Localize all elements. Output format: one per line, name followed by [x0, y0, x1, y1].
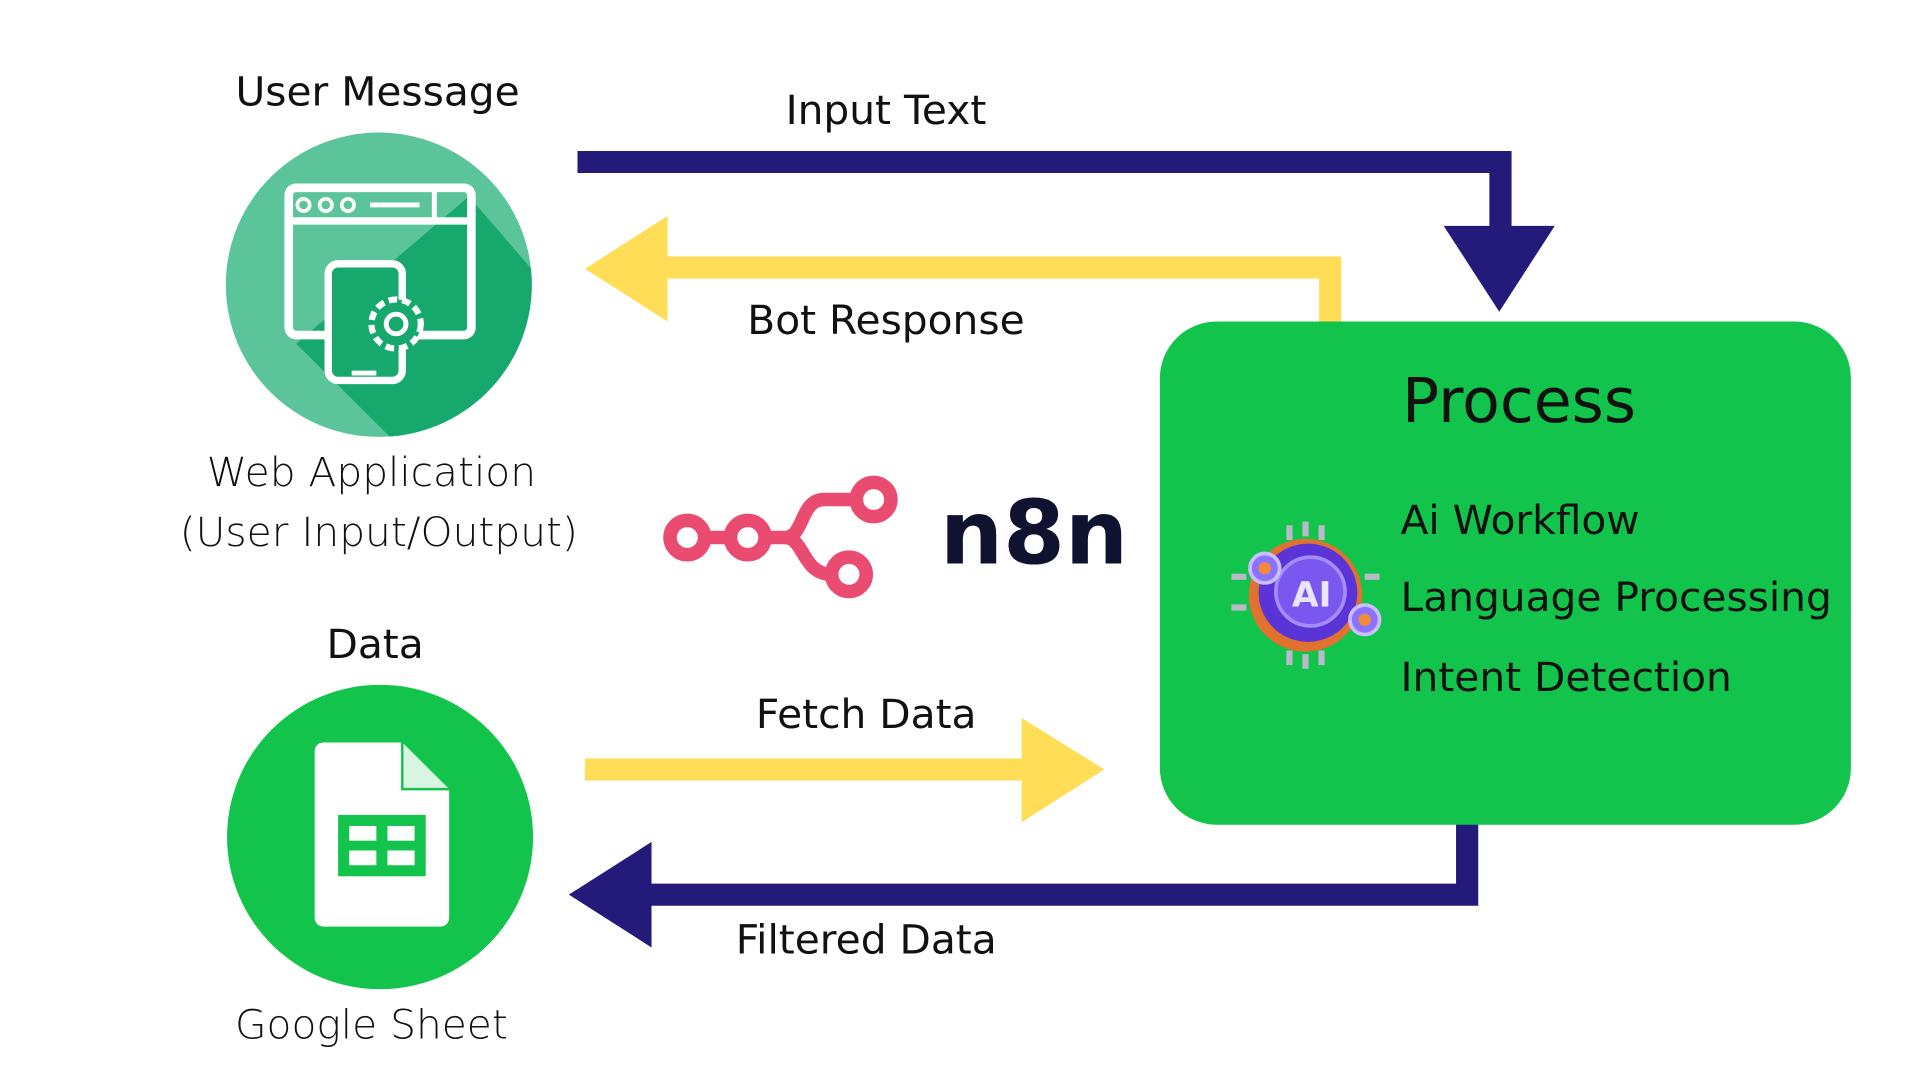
process-item: Language Processing: [1401, 573, 1832, 621]
user-message-title: User Message: [235, 68, 519, 116]
web-app-caption-line2: (User Input/Output): [180, 508, 578, 556]
google-sheet-caption: Google Sheet: [235, 1000, 508, 1048]
svg-text:AI: AI: [1292, 575, 1332, 615]
input-text-arrow: [577, 150, 1555, 312]
n8n-logo-icon: [663, 475, 898, 599]
bot-response-label: Bot Response: [747, 296, 1024, 344]
process-item: Intent Detection: [1401, 653, 1732, 701]
data-title: Data: [327, 620, 424, 668]
input-text-label: Input Text: [786, 86, 987, 134]
filtered-data-arrow: [568, 822, 1479, 948]
web-app-caption-line1: Web Application: [207, 448, 536, 496]
google-sheets-icon: [227, 684, 534, 990]
ai-chip-icon: AI: [1231, 521, 1382, 669]
process-title: Process: [1402, 365, 1636, 437]
web-app-settings-icon: [225, 132, 532, 437]
process-item: Ai Workflow: [1401, 496, 1640, 544]
n8n-logo-text: n8n: [940, 482, 1128, 585]
bot-response-arrow: [584, 216, 1342, 326]
fetch-data-label: Fetch Data: [756, 690, 977, 738]
fetch-data-arrow: [584, 717, 1105, 823]
filtered-data-label: Filtered Data: [736, 916, 997, 964]
process-box: [1159, 321, 1851, 825]
